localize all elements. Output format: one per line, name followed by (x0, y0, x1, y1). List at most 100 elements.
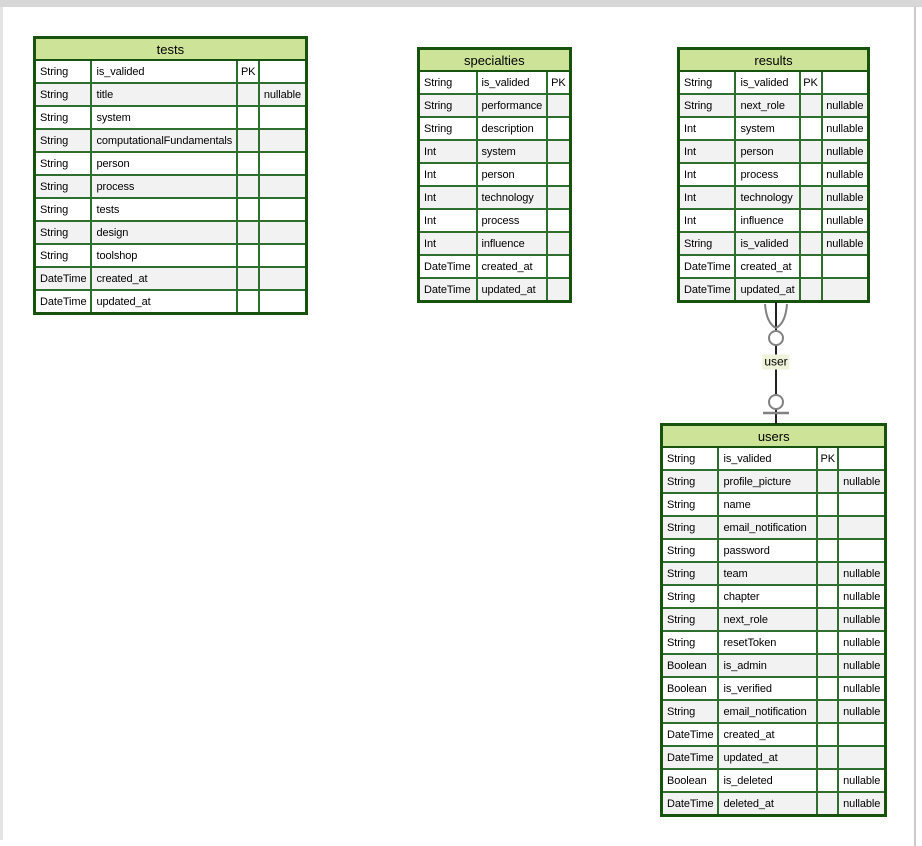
attribute-nullable-cell: nullable (820, 185, 870, 210)
attribute-name-cell: profile_picture (717, 469, 819, 494)
attribute-nullable-cell (258, 220, 308, 245)
crow-foot-icon (764, 303, 777, 329)
attribute-name-cell: is_verified (717, 676, 819, 701)
attribute-name-cell: email_notification (717, 699, 819, 724)
attribute-key-cell (816, 630, 839, 655)
zero-cardinality-icon (768, 330, 784, 346)
attribute-name-cell: person (90, 151, 239, 176)
attribute-name-cell: is_valided (475, 70, 549, 95)
attribute-name-cell: is_deleted (717, 768, 819, 793)
attribute-type-cell: String (660, 584, 720, 609)
entity-title: results (677, 47, 870, 72)
attribute-key-cell (236, 243, 261, 268)
attribute-key-cell (798, 185, 823, 210)
attribute-type-cell: String (660, 538, 720, 563)
relationship-label: user (762, 354, 790, 370)
attribute-name-cell: influence (475, 231, 549, 256)
entity-title: specialties (417, 47, 572, 72)
attribute-nullable-cell: nullable (820, 231, 870, 256)
attribute-type-cell: String (33, 220, 93, 245)
attribute-nullable-cell (258, 105, 308, 130)
attribute-name-cell: computationalFundamentals (90, 128, 239, 153)
attribute-type-cell: Boolean (660, 653, 720, 678)
attribute-nullable-cell: nullable (836, 653, 887, 678)
attribute-key-cell (798, 93, 823, 118)
attribute-type-cell: Int (677, 162, 737, 187)
attribute-type-cell: String (33, 105, 93, 130)
attribute-key-cell (798, 139, 823, 164)
attribute-type-cell: String (660, 492, 720, 517)
attribute-type-cell: Int (417, 208, 478, 233)
attribute-name-cell: person (475, 162, 549, 187)
attribute-name-cell: created_at (90, 266, 239, 291)
attribute-name-cell: password (717, 538, 819, 563)
attribute-type-cell: DateTime (660, 745, 720, 770)
attribute-nullable-cell (258, 128, 308, 153)
attribute-nullable-cell: nullable (836, 699, 887, 724)
attribute-key-cell (546, 185, 572, 210)
zero-cardinality-icon (768, 394, 784, 410)
attribute-type-cell: String (33, 243, 93, 268)
attribute-nullable-cell: nullable (836, 607, 887, 632)
attribute-name-cell: tests (90, 197, 239, 222)
attribute-name-cell: system (734, 116, 801, 141)
attribute-key-cell (236, 151, 261, 176)
attribute-key-cell (816, 676, 839, 701)
attribute-type-cell: String (660, 699, 720, 724)
attribute-name-cell: next_role (734, 93, 801, 118)
attribute-key-cell (816, 561, 839, 586)
attribute-key-cell (798, 277, 823, 303)
attribute-type-cell: DateTime (677, 277, 737, 303)
attribute-key-cell (816, 653, 839, 678)
entity-title: users (660, 423, 887, 448)
attribute-type-cell: Int (417, 185, 478, 210)
attribute-nullable-cell (836, 446, 887, 471)
attribute-type-cell: Boolean (660, 768, 720, 793)
attribute-nullable-cell (836, 538, 887, 563)
attribute-nullable-cell: nullable (258, 82, 308, 107)
attribute-name-cell: influence (734, 208, 801, 233)
attribute-key-cell (546, 254, 572, 279)
attribute-type-cell: Int (417, 231, 478, 256)
attribute-name-cell: toolshop (90, 243, 239, 268)
attribute-nullable-cell: nullable (836, 584, 887, 609)
window-left-edge (0, 7, 3, 840)
attribute-name-cell: deleted_at (717, 791, 819, 817)
attribute-name-cell: chapter (717, 584, 819, 609)
attribute-name-cell: is_valided (717, 446, 819, 471)
attribute-type-cell: DateTime (677, 254, 737, 279)
attribute-type-cell: Int (417, 162, 478, 187)
attribute-name-cell: is_valided (90, 59, 239, 84)
attribute-key-cell (546, 277, 572, 303)
attribute-type-cell: String (33, 151, 93, 176)
attribute-type-cell: DateTime (660, 791, 720, 817)
